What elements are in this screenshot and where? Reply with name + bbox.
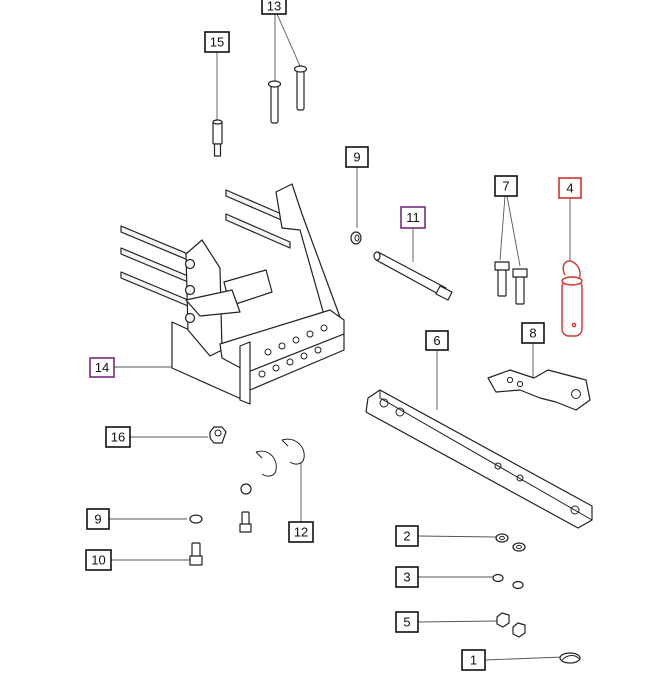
callout-14: 14 — [89, 357, 115, 378]
callout-8-label: 8 — [529, 326, 536, 341]
callout-2-box — [395, 525, 419, 547]
callout-12-label: 12 — [294, 525, 308, 540]
callout-5-label: 5 — [403, 615, 410, 630]
clip-1 — [559, 652, 581, 664]
callout-13: 13 — [261, 0, 287, 15]
callout-1-box — [461, 649, 486, 671]
callout-8-box — [521, 322, 545, 344]
callout-9-lower: 9 — [86, 508, 110, 530]
callout-7-box — [494, 175, 518, 197]
nut-16 — [209, 426, 227, 444]
callout-7: 7 — [494, 175, 518, 197]
callout-14-box — [89, 357, 115, 378]
callout-2: 2 — [395, 525, 419, 547]
callout-11: 11 — [400, 206, 426, 229]
rod-11 — [373, 251, 453, 301]
clip-12-a — [255, 450, 277, 477]
callout-6: 6 — [425, 330, 449, 351]
lock-washers-3 — [492, 573, 524, 590]
callout-4-label: 4 — [566, 181, 573, 196]
pin-13-right — [293, 65, 308, 111]
callout-2-label: 2 — [403, 529, 410, 544]
callout-9-lower-box — [86, 508, 110, 530]
callout-15: 15 — [204, 31, 230, 53]
callout-5: 5 — [395, 611, 419, 633]
callout-3-label: 3 — [403, 570, 410, 585]
frame-14 — [120, 183, 345, 405]
callout-1: 1 — [461, 649, 486, 671]
callout-9-lower-label: 9 — [94, 512, 101, 527]
washer-split — [240, 483, 252, 495]
washers-2 — [495, 533, 526, 552]
bolt-7-left — [494, 261, 510, 297]
callout-11-box — [400, 206, 426, 229]
callout-9-top: 9 — [345, 146, 369, 168]
callout-10-label: 10 — [91, 553, 105, 568]
callout-12: 12 — [288, 521, 314, 543]
leader-lines — [109, 13, 571, 661]
callout-14-label: 14 — [95, 360, 109, 375]
stud-15 — [212, 119, 223, 157]
callout-10: 10 — [85, 549, 112, 571]
callout-6-box — [425, 330, 449, 351]
callout-3-box — [395, 566, 419, 588]
bolt-10 — [189, 542, 203, 566]
callout-13-label: 13 — [267, 0, 281, 14]
washer-9-lower — [189, 514, 203, 524]
callout-12-box — [288, 521, 314, 543]
lynch-pin-4 — [561, 260, 583, 337]
clip-12-b — [281, 438, 305, 465]
callouts: 13 15 9 11 7 4 6 8 — [85, 0, 582, 671]
callout-3: 3 — [395, 566, 419, 588]
pin-13-left — [267, 80, 282, 124]
callout-6-label: 6 — [433, 333, 440, 348]
callout-11-label: 11 — [406, 210, 420, 225]
drawbar-6 — [365, 389, 593, 529]
callout-16-label: 16 — [111, 430, 125, 445]
bolt-small — [239, 511, 252, 533]
washer-9-top — [350, 231, 362, 245]
callout-16: 16 — [105, 426, 131, 448]
callout-8: 8 — [521, 322, 545, 344]
callout-9-top-box — [345, 146, 369, 168]
callout-4: 4 — [558, 177, 582, 199]
callout-1-label: 1 — [470, 653, 477, 668]
callout-15-label: 15 — [210, 35, 224, 50]
nuts-5 — [496, 612, 526, 638]
callout-10-box — [85, 549, 112, 571]
bolt-7-right — [512, 268, 528, 305]
callout-13-box — [261, 0, 287, 15]
callout-5-box — [395, 611, 419, 633]
offset-bracket-8 — [487, 369, 591, 411]
callout-4-box — [558, 177, 582, 199]
callout-16-box — [105, 426, 131, 448]
callout-15-box — [204, 31, 230, 53]
callout-9-top-label: 9 — [353, 150, 360, 165]
callout-7-label: 7 — [502, 179, 509, 194]
